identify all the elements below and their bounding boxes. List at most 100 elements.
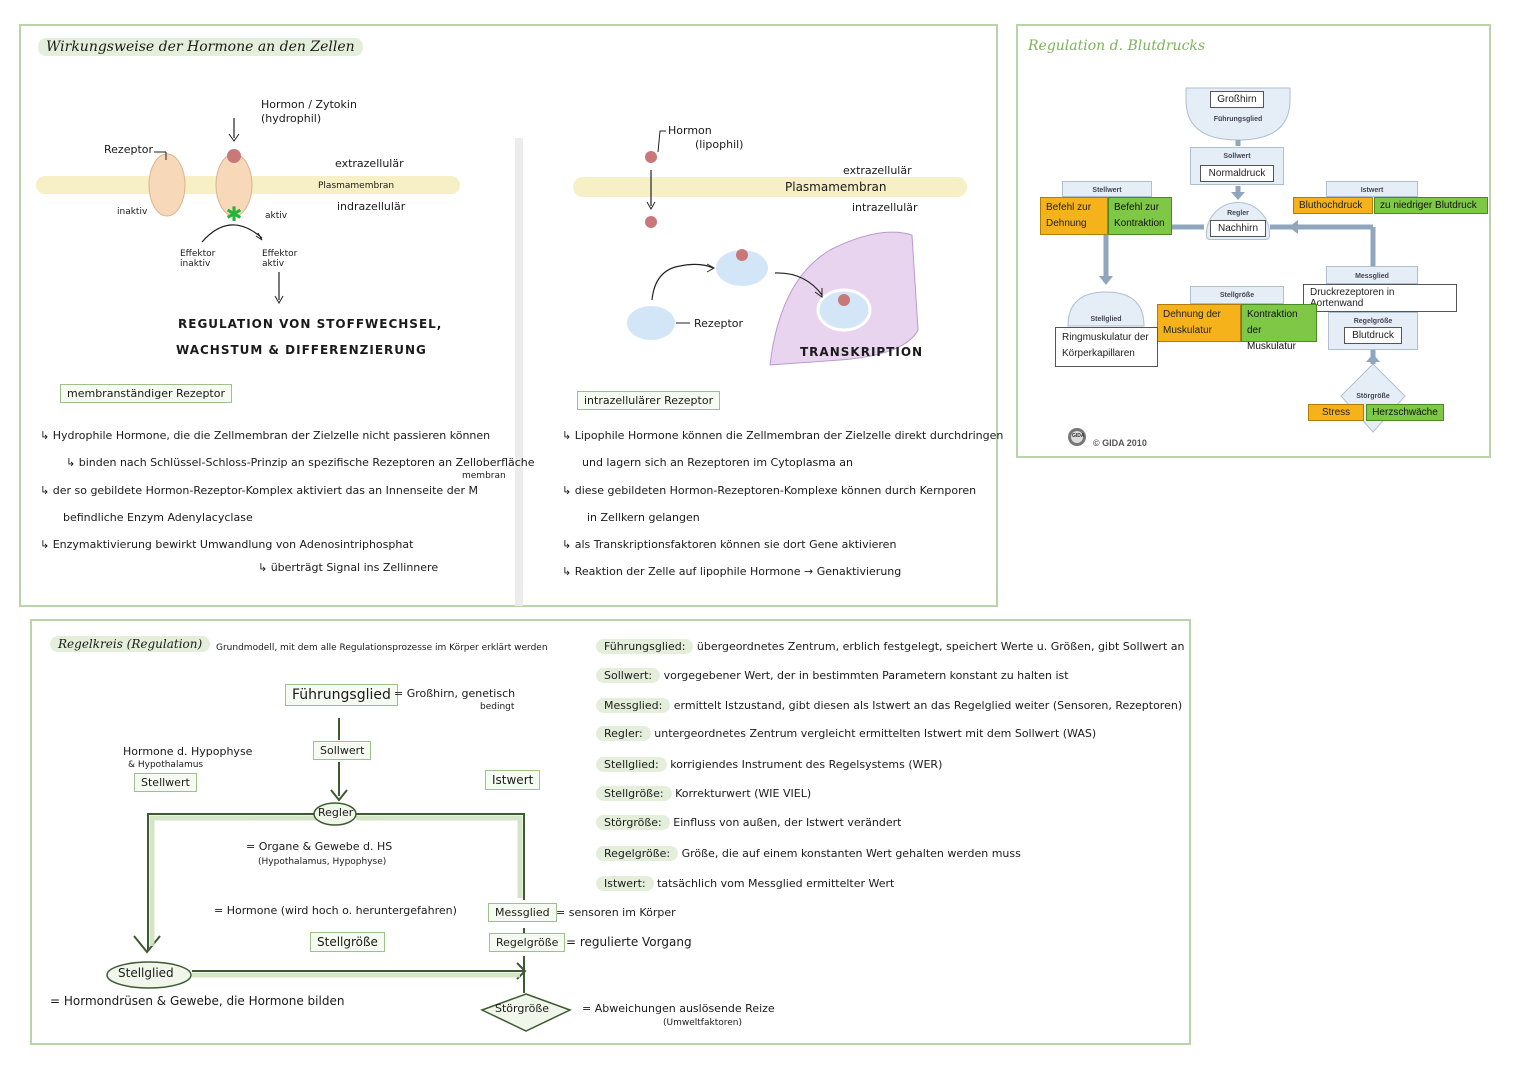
definition-term: Messglied: (596, 698, 671, 713)
gida-sollwert: Normaldruck (1200, 165, 1274, 182)
gida-regelgroesse-cap: Regelgröße (1353, 318, 1393, 325)
left-note-7: ↳ überträgt Signal ins Zellinnere (258, 561, 439, 574)
definition-term: Regelgröße: (596, 846, 679, 861)
gida-logo: GIDA (1072, 433, 1085, 439)
definition-item: Istwert: tatsächlich vom Messglied ermit… (596, 876, 895, 891)
gida-stress: Stress (1308, 404, 1364, 421)
loop-messglied-note: = sensoren im Körper (556, 906, 676, 919)
membrane-receptor-box: membranständiger Rezeptor (60, 384, 232, 403)
gida-niedriger-blutdruck: zu niedriger Blutdruck (1374, 197, 1488, 214)
definition-item: Regelgröße: Größe, die auf einem konstan… (596, 846, 1021, 861)
loop-fuehrungsglied-note-2: bedingt (480, 702, 515, 712)
right-receptor-label: Rezeptor (694, 317, 744, 330)
lipophil-hormone-label: Hormon (668, 124, 712, 137)
loop-stoergroesse-note: = Abweichungen auslösende Reize (582, 1002, 775, 1015)
panel1-title: Wirkungsweise der Hormone an den Zellen (38, 38, 363, 56)
gida-regelgroesse: Blutdruck (1344, 327, 1402, 344)
right-note-3: ↳ diese gebildeten Hormon-Rezeptoren-Kom… (562, 484, 977, 497)
loop-stoergroesse-note-2: (Umweltfaktoren) (663, 1018, 742, 1028)
definition-text: übergeordnetes Zentrum, erblich festgele… (696, 640, 1185, 653)
intracellular-receptor-box: intrazellulärer Rezeptor (577, 391, 721, 410)
definition-text: untergeordnetes Zentrum vergleicht ermit… (654, 727, 1097, 740)
loop-istwert: Istwert (485, 770, 541, 790)
definition-item: Stellgröße: Korrekturwert (WIE VIEL) (596, 786, 812, 801)
membrane-label: Plasmamembran (318, 181, 395, 191)
definition-text: Größe, die auf einem konstanten Wert geh… (681, 847, 1021, 860)
loop-regelgroesse-note: = regulierte Vorgang (566, 935, 692, 949)
gida-copyright: © GIDA 2010 (1093, 438, 1147, 448)
inactive-label: inaktiv (117, 207, 148, 217)
definition-text: tatsächlich vom Messglied ermittelter We… (657, 877, 895, 890)
loop-stellglied: Stellglied (118, 966, 174, 980)
gida-stellglied-cap: Stellglied (1090, 316, 1122, 323)
gida-stoergroesse-cap: Störgröße (1356, 393, 1390, 400)
definition-term: Störgröße: (596, 815, 670, 830)
effector-active-label: Effektor aktiv (262, 249, 298, 269)
definition-text: vorgegebener Wert, der in bestimmten Par… (663, 669, 1069, 682)
gida-regler-cap: Regler (1227, 210, 1249, 217)
loop-stellglied-note: = Hormondrüsen & Gewebe, die Hormone bil… (50, 994, 345, 1008)
hormone-sub-label: (hydrophil) (261, 112, 322, 125)
intracellular-label: indrazellulär (337, 200, 406, 213)
gida-stellwert-cap: Stellwert (1092, 187, 1122, 194)
gida-grosshirn: Großhirn (1210, 91, 1264, 108)
blood-pressure-panel (1016, 24, 1491, 458)
definition-term: Istwert: (596, 876, 654, 891)
definition-item: Messglied: ermittelt Istzustand, gibt di… (596, 698, 1183, 713)
gida-sollwert-cap: Sollwert (1223, 153, 1251, 160)
extracellular-label: extrazellulär (335, 157, 404, 170)
gida-messglied-frame (1326, 266, 1418, 284)
loop-sollwert: Sollwert (313, 741, 372, 760)
effector-inactive-label: Effektor inaktiv (180, 249, 216, 269)
gida-messglied: Druckrezeptoren in Aortenwand (1303, 284, 1457, 312)
right-intracellular-label: intrazellulär (852, 201, 918, 214)
result-line-1: REGULATION VON STOFFWECHSEL, (178, 317, 443, 331)
left-note-5: befindliche Enzym Adenylacyclase (63, 511, 253, 524)
gida-bluthochdruck: Bluthochdruck (1293, 197, 1373, 214)
loop-stellwert: Stellwert (134, 773, 197, 792)
gida-kontraktion-muskulatur: Kontraktion der Muskulatur (1241, 304, 1317, 352)
loop-hormone-note: = Hormone (wird hoch o. heruntergefahren… (214, 904, 457, 917)
loop-regler: Regler (318, 806, 354, 819)
definition-term: Regler: (596, 726, 651, 741)
loop-hormon-note-2: & Hypothalamus (128, 760, 204, 770)
gida-stellglied: Ringmuskulatur der Körperkapillaren (1055, 327, 1158, 367)
gida-stellwert-frame (1062, 181, 1152, 197)
gida-stellgroesse-cap: Stellgröße (1219, 292, 1255, 299)
left-note-4: ↳ der so gebildete Hormon-Rezeptor-Kompl… (40, 484, 478, 497)
active-label: aktiv (265, 211, 288, 221)
definition-term: Stellgröße: (596, 786, 672, 801)
gida-befehl-dehnung: Befehl zur Dehnung (1040, 197, 1108, 235)
loop-fuehrungsglied: Führungsglied (285, 684, 398, 706)
panel2-title: Regulation d. Blutdrucks (1028, 38, 1206, 54)
gida-befehl-kontraktion: Befehl zur Kontraktion (1108, 197, 1172, 235)
definition-text: ermittelt Istzustand, gibt diesen als Is… (673, 699, 1183, 712)
gida-fuehrungsglied-cap: Führungsglied (1213, 116, 1263, 123)
loop-stellgroesse: Stellgröße (310, 932, 385, 952)
result-line-2: WACHSTUM & DIFFERENZIERUNG (176, 343, 427, 357)
loop-messglied: Messglied (488, 903, 557, 922)
loop-fuehrungsglied-note: = Großhirn, genetisch (394, 687, 516, 700)
definition-text: Korrekturwert (WIE VIEL) (675, 787, 812, 800)
right-membrane-label: Plasmamembran (785, 180, 887, 194)
hormone-label: Hormon / Zytokin (261, 98, 357, 111)
receptor-label: Rezeptor (104, 143, 154, 156)
gida-istwert-frame (1326, 181, 1418, 197)
loop-regelgroesse: Regelgröße (489, 933, 566, 952)
lipophil-sub-label: (lipophil) (695, 138, 744, 151)
definition-term: Stellglied: (596, 757, 667, 772)
definition-item: Störgröße: Einfluss von außen, der Istwe… (596, 815, 901, 830)
definition-term: Sollwert: (596, 668, 661, 683)
right-note-4: in Zellkern gelangen (587, 511, 700, 524)
definition-item: Sollwert: vorgegebener Wert, der in best… (596, 668, 1069, 683)
panel3-subtitle: Grundmodell, mit dem alle Regulationspro… (216, 643, 548, 653)
left-note-6: ↳ Enzymaktivierung bewirkt Umwandlung vo… (40, 538, 414, 551)
definition-item: Führungsglied: übergeordnetes Zentrum, e… (596, 639, 1185, 654)
gida-dehnung-muskulatur: Dehnung der Muskulatur (1157, 304, 1241, 342)
left-note-3: membran (462, 471, 506, 481)
definition-term: Führungsglied: (596, 639, 694, 654)
definition-text: korrigiendes Instrument des Regelsystems… (670, 758, 943, 771)
gida-istwert-cap: Istwert (1360, 187, 1384, 194)
loop-hormon-note: Hormone d. Hypophyse (123, 745, 253, 758)
right-note-5: ↳ als Transkriptionsfaktoren können sie … (562, 538, 897, 551)
